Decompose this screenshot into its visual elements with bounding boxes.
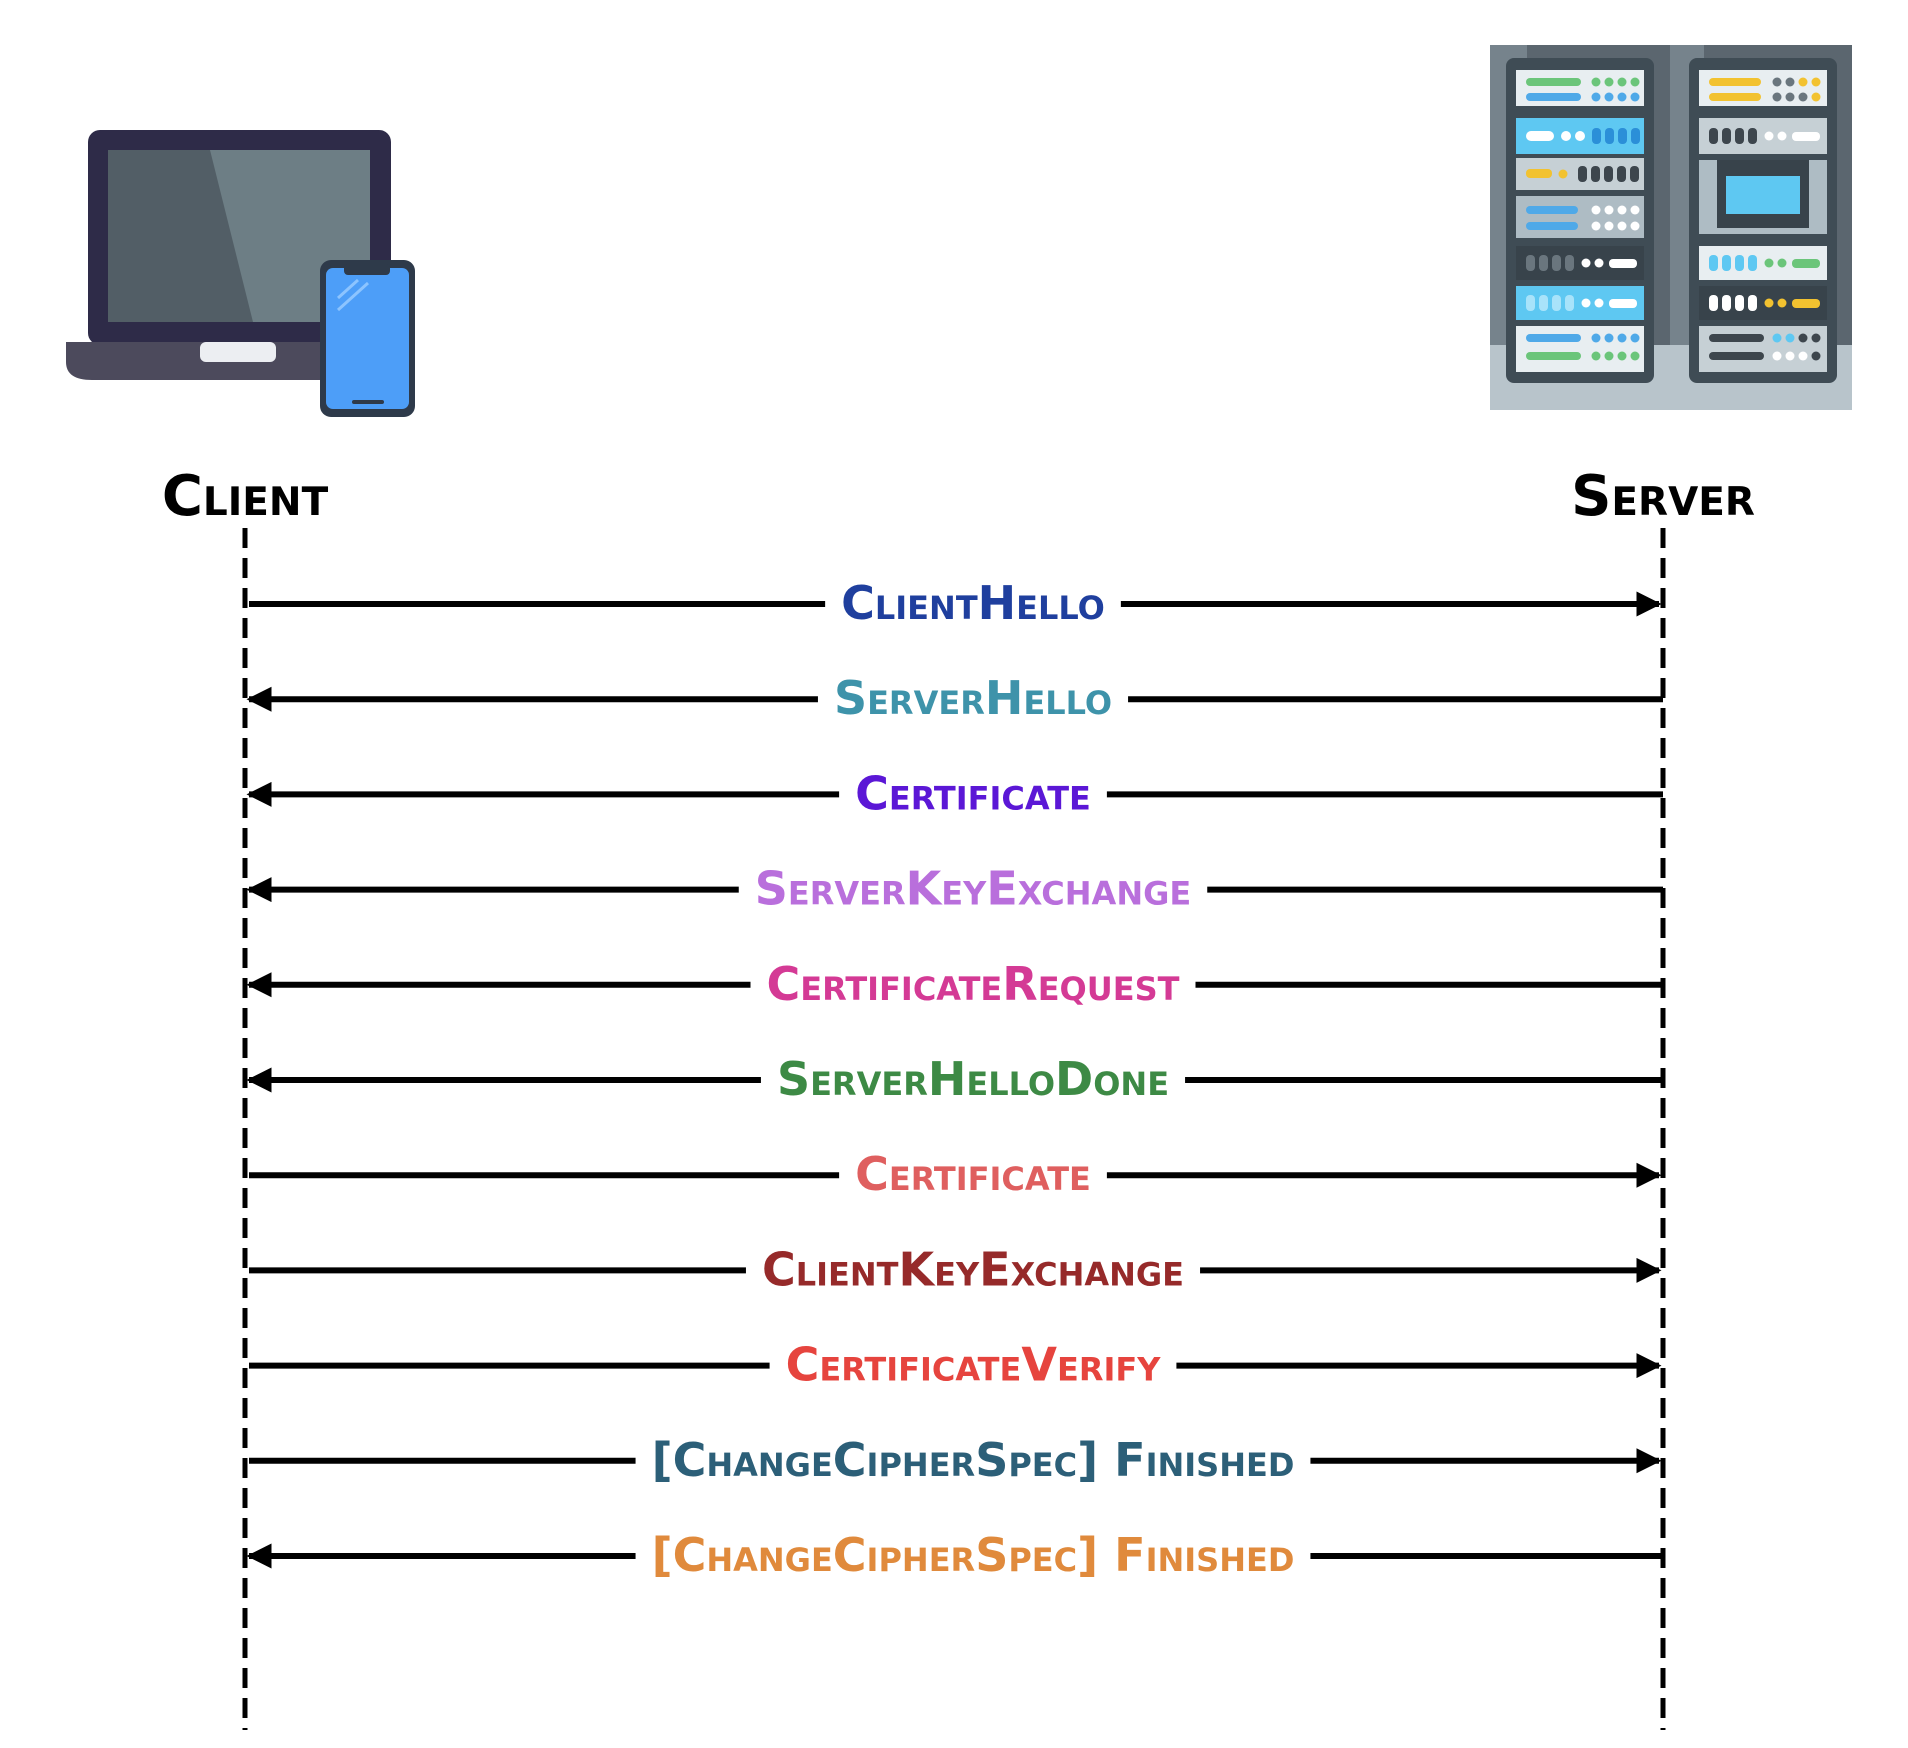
server-right-units xyxy=(1699,70,1827,372)
message-5: CertificateRequest xyxy=(246,957,1663,1011)
message-8: ClientKeyExchange xyxy=(249,1242,1662,1296)
message-label: Certificate xyxy=(855,766,1091,820)
server-label: Server xyxy=(1571,464,1755,529)
message-label: ServerHelloDone xyxy=(777,1052,1169,1106)
message-11: [ChangeCipherSpec] Finished xyxy=(246,1528,1663,1582)
message-label: CertificateVerify xyxy=(786,1338,1162,1392)
message-label: ClientKeyExchange xyxy=(762,1242,1184,1296)
message-6: ServerHelloDone xyxy=(246,1052,1663,1106)
message-3: Certificate xyxy=(246,766,1663,820)
message-label: ServerHello xyxy=(834,671,1112,725)
message-1: ClientHello xyxy=(249,576,1662,630)
messages: ClientHelloServerHelloCertificateServerK… xyxy=(246,576,1663,1582)
message-2: ServerHello xyxy=(246,671,1663,725)
message-label: [ChangeCipherSpec] Finished xyxy=(652,1528,1295,1582)
message-label: Certificate xyxy=(855,1147,1091,1201)
client-label: Client xyxy=(162,464,329,529)
message-label: ClientHello xyxy=(841,576,1105,630)
phone-icon xyxy=(320,260,415,417)
message-9: CertificateVerify xyxy=(249,1338,1662,1392)
message-label: ServerKeyExchange xyxy=(755,862,1191,916)
message-label: CertificateRequest xyxy=(767,957,1180,1011)
message-10: [ChangeCipherSpec] Finished xyxy=(249,1433,1662,1487)
message-7: Certificate xyxy=(249,1147,1662,1201)
message-4: ServerKeyExchange xyxy=(246,862,1663,916)
server-rack-icon xyxy=(1490,45,1852,410)
message-label: [ChangeCipherSpec] Finished xyxy=(652,1433,1295,1487)
server-left-units xyxy=(1516,70,1644,372)
laptop-phone-icon xyxy=(66,130,415,417)
